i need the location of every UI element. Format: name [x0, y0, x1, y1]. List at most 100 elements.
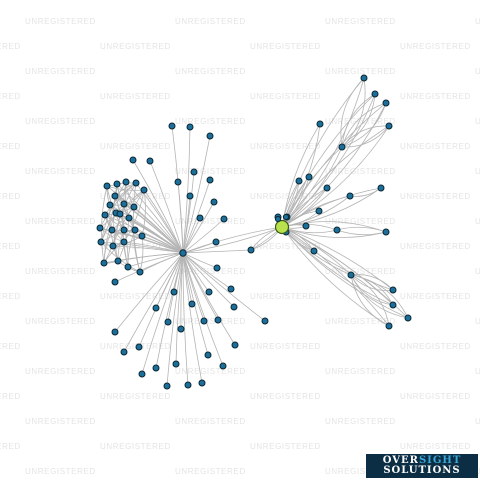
watermark-text: UNREGISTERED	[400, 92, 471, 101]
graph-edge	[350, 274, 409, 319]
graph-node[interactable]	[261, 317, 269, 325]
graph-edge	[128, 217, 184, 254]
graph-node[interactable]	[214, 316, 222, 324]
graph-node[interactable]	[210, 198, 218, 206]
graph-node[interactable]	[135, 343, 143, 351]
graph-node[interactable]	[130, 203, 138, 211]
graph-node[interactable]	[131, 226, 139, 234]
graph-node[interactable]	[377, 184, 385, 192]
graph-node[interactable]	[346, 192, 354, 200]
graph-node[interactable]	[204, 351, 212, 359]
graph-node[interactable]	[220, 215, 228, 223]
graph-node[interactable]	[120, 238, 128, 246]
graph-node[interactable]	[101, 211, 109, 219]
graph-node[interactable]	[206, 176, 214, 184]
graph-node[interactable]	[219, 362, 227, 370]
graph-edge	[149, 160, 184, 254]
graph-node[interactable]	[138, 232, 146, 240]
highlighted-node[interactable]	[274, 219, 290, 235]
graph-node[interactable]	[382, 228, 390, 236]
graph-node[interactable]	[108, 226, 116, 234]
graph-node[interactable]	[96, 224, 104, 232]
watermark-text: UNREGISTERED	[250, 392, 321, 401]
graph-node[interactable]	[188, 300, 196, 308]
graph-node[interactable]	[111, 278, 119, 286]
graph-node[interactable]	[164, 318, 172, 326]
watermark-text: UNREGISTERED	[475, 17, 480, 26]
graph-node[interactable]	[172, 360, 180, 368]
graph-node[interactable]	[282, 213, 290, 221]
graph-node[interactable]	[170, 288, 178, 296]
graph-node[interactable]	[124, 263, 132, 271]
graph-node[interactable]	[231, 341, 239, 349]
graph-node[interactable]	[114, 257, 122, 265]
graph-node[interactable]	[205, 288, 213, 296]
graph-node[interactable]	[385, 322, 393, 330]
graph-node[interactable]	[120, 200, 128, 208]
graph-node[interactable]	[302, 222, 310, 230]
graph-node[interactable]	[315, 207, 323, 215]
graph-node[interactable]	[122, 178, 130, 186]
graph-node[interactable]	[140, 186, 148, 194]
graph-node[interactable]	[200, 317, 208, 325]
graph-node[interactable]	[152, 304, 160, 312]
graph-node[interactable]	[382, 99, 390, 107]
graph-node[interactable]	[103, 182, 111, 190]
graph-node[interactable]	[371, 90, 379, 98]
graph-node[interactable]	[146, 157, 154, 165]
graph-node[interactable]	[125, 214, 133, 222]
graph-edge	[141, 252, 184, 375]
graph-node[interactable]	[106, 201, 114, 209]
graph-edge	[177, 181, 184, 254]
graph-node[interactable]	[212, 238, 220, 246]
graph-node[interactable]	[360, 74, 368, 82]
graph-node[interactable]	[116, 210, 124, 218]
graph-node[interactable]	[111, 328, 119, 336]
graph-edge	[182, 195, 191, 254]
graph-node[interactable]	[385, 122, 393, 130]
graph-node[interactable]	[198, 379, 206, 387]
graph-node[interactable]	[138, 370, 146, 378]
graph-node[interactable]	[174, 178, 182, 186]
graph-node[interactable]	[305, 173, 313, 181]
graph-node[interactable]	[186, 192, 194, 200]
graph-node[interactable]	[316, 120, 324, 128]
graph-node[interactable]	[152, 364, 160, 372]
graph-node[interactable]	[213, 264, 221, 272]
graph-edge	[155, 252, 184, 309]
graph-node[interactable]	[347, 271, 355, 279]
graph-node[interactable]	[404, 314, 412, 322]
watermark-text: UNREGISTERED	[25, 117, 96, 126]
graph-node[interactable]	[120, 226, 128, 234]
graph-node[interactable]	[230, 303, 238, 311]
graph-node[interactable]	[227, 285, 235, 293]
graph-node[interactable]	[323, 184, 331, 192]
graph-node[interactable]	[184, 381, 192, 389]
graph-node[interactable]	[333, 226, 341, 234]
graph-node[interactable]	[389, 286, 397, 294]
graph-node[interactable]	[190, 168, 198, 176]
graph-node[interactable]	[310, 247, 318, 255]
graph-node[interactable]	[168, 122, 176, 130]
graph-node[interactable]	[111, 192, 119, 200]
hub-node-left[interactable]	[179, 249, 187, 257]
graph-node[interactable]	[132, 179, 140, 187]
graph-node[interactable]	[97, 238, 105, 246]
graph-edge	[281, 187, 382, 228]
graph-node[interactable]	[129, 156, 137, 164]
graph-node[interactable]	[163, 382, 171, 390]
graph-node[interactable]	[136, 268, 144, 276]
graph-node[interactable]	[177, 325, 185, 333]
graph-node[interactable]	[120, 348, 128, 356]
graph-node[interactable]	[206, 132, 214, 140]
graph-node[interactable]	[295, 177, 303, 185]
graph-node[interactable]	[113, 180, 121, 188]
graph-node[interactable]	[196, 214, 204, 222]
graph-node[interactable]	[389, 301, 397, 309]
graph-node[interactable]	[109, 242, 117, 250]
graph-node[interactable]	[186, 123, 194, 131]
graph-node[interactable]	[247, 246, 255, 254]
graph-node[interactable]	[274, 215, 282, 223]
graph-node[interactable]	[338, 143, 346, 151]
graph-node[interactable]	[100, 259, 108, 267]
